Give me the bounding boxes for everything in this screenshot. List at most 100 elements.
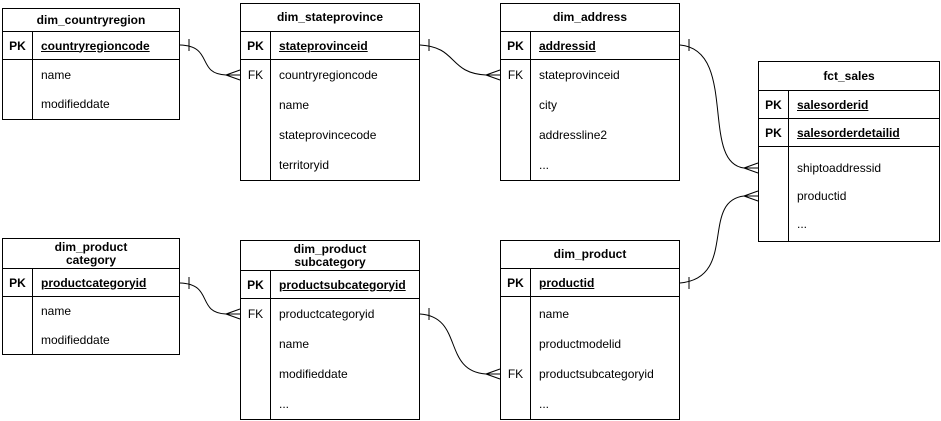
rel-stateprovince-to-address[interactable]	[419, 39, 501, 81]
field-column: shiptoaddressid productid ...	[789, 147, 939, 241]
rel-countryregion-to-stateprovince[interactable]	[179, 39, 241, 81]
primary-key-row: PK productsubcategoryid	[241, 271, 419, 299]
table-title: dim_stateprovince	[241, 4, 419, 32]
many-marker	[485, 368, 501, 380]
field-name: territoryid	[279, 158, 330, 172]
table-title: fct_sales	[759, 62, 939, 91]
fk-badge: FK	[507, 68, 524, 82]
key-cell	[501, 389, 530, 419]
key-column: FK	[241, 299, 271, 419]
table-dim-address[interactable]: dim_address PK addressid FK stateprovinc…	[500, 3, 680, 181]
field-name: name	[41, 304, 72, 319]
primary-key-field: countryregioncode	[41, 38, 150, 53]
field-column: name productmodelid productsubcategoryid…	[531, 297, 679, 419]
table-fct-sales[interactable]: fct_sales PK salesorderid PK salesorderd…	[758, 61, 940, 242]
table-body: FK productcategoryid name modifieddate .…	[241, 299, 419, 419]
key-cell	[241, 359, 270, 389]
primary-key-field: salesorderid	[797, 97, 869, 112]
primary-key-row: PK addressid	[501, 32, 679, 60]
many-marker	[743, 162, 759, 174]
field-name: city	[539, 98, 557, 112]
key-column: FK	[501, 60, 531, 180]
table-body: name modifieddate	[3, 60, 179, 119]
key-cell	[241, 389, 270, 419]
pk-badge: PK	[501, 269, 531, 296]
primary-key-field: addressid	[539, 38, 596, 53]
key-column: FK	[501, 297, 531, 419]
many-marker	[743, 190, 759, 202]
table-title: dim_countryregion	[3, 9, 179, 32]
table-dim-stateprovince[interactable]: dim_stateprovince PK stateprovinceid FK …	[240, 3, 420, 181]
key-cell	[3, 90, 32, 120]
key-cell	[3, 297, 32, 326]
fk-badge: FK	[507, 367, 524, 381]
table-title: dim_product category	[3, 239, 179, 269]
primary-key-row: PK productcategoryid	[3, 269, 179, 297]
field-name: modifieddate	[279, 367, 348, 381]
table-body: FK countryregioncode name stateprovincec…	[241, 60, 419, 180]
field-name: shiptoaddressid	[797, 161, 882, 175]
fk-badge: FK	[247, 307, 264, 321]
pk-badge: PK	[3, 269, 33, 296]
field-column: stateprovinceid city addressline2 ...	[531, 60, 679, 180]
key-cell	[241, 150, 270, 180]
relationship-line	[179, 282, 227, 315]
pk-badge: PK	[3, 32, 33, 59]
field-name: modifieddate	[41, 97, 110, 112]
key-cell	[501, 299, 530, 329]
field-name: productsubcategoryid	[539, 367, 654, 381]
key-cell	[759, 182, 788, 210]
rel-productcategory-to-productsubcategory[interactable]	[179, 277, 241, 320]
field-column: name modifieddate	[33, 60, 179, 119]
rel-product-to-fctsales[interactable]	[679, 190, 759, 289]
primary-key-row: PK salesorderdetailid	[759, 119, 939, 147]
many-marker	[485, 69, 501, 81]
field-name: countryregioncode	[279, 68, 378, 82]
pk-badge: PK	[241, 271, 271, 298]
relationship-line	[179, 44, 227, 76]
primary-key-field: productid	[539, 275, 595, 290]
pk-badge: PK	[759, 91, 789, 118]
pk-badge: PK	[759, 119, 789, 146]
rel-address-to-fctsales[interactable]	[679, 39, 759, 174]
field-name: ...	[797, 217, 808, 231]
table-body: name modifieddate	[3, 297, 179, 354]
table-title: dim_address	[501, 4, 679, 32]
field-name: productmodelid	[539, 337, 622, 351]
key-cell	[501, 90, 530, 120]
many-marker	[225, 69, 241, 81]
table-title: dim_product subcategory	[241, 241, 419, 271]
key-cell	[501, 150, 530, 180]
table-dim-productsubcategory[interactable]: dim_product subcategory PK productsubcat…	[240, 240, 420, 420]
key-cell	[759, 154, 788, 182]
key-column	[3, 297, 33, 354]
key-cell	[241, 329, 270, 359]
key-cell	[241, 90, 270, 120]
primary-key-field: productcategoryid	[41, 275, 147, 290]
table-dim-productcategory[interactable]: dim_product category PK productcategoryi…	[2, 238, 180, 355]
pk-badge: PK	[501, 32, 531, 59]
relationship-line	[419, 44, 487, 76]
field-name: name	[539, 307, 570, 321]
table-dim-product[interactable]: dim_product PK productid FK name product…	[500, 240, 680, 420]
primary-key-row: PK productid	[501, 269, 679, 297]
table-dim-countryregion[interactable]: dim_countryregion PK countryregioncode n…	[2, 8, 180, 120]
key-cell	[759, 210, 788, 238]
primary-key-field: productsubcategoryid	[279, 277, 406, 292]
key-cell	[241, 120, 270, 150]
key-column	[759, 147, 789, 241]
field-name: modifieddate	[41, 332, 110, 347]
pk-badge: PK	[241, 32, 271, 59]
field-name: ...	[539, 158, 550, 172]
field-column: productcategoryid name modifieddate ...	[271, 299, 419, 419]
field-name: name	[41, 67, 72, 82]
key-column: FK	[241, 60, 271, 180]
primary-key-field: salesorderdetailid	[797, 125, 900, 140]
table-body: FK name productmodelid productsubcategor…	[501, 297, 679, 419]
primary-key-row: PK salesorderid	[759, 91, 939, 119]
rel-productsubcategory-to-product[interactable]	[419, 308, 501, 380]
field-name: ...	[279, 397, 290, 411]
many-marker	[225, 308, 241, 320]
